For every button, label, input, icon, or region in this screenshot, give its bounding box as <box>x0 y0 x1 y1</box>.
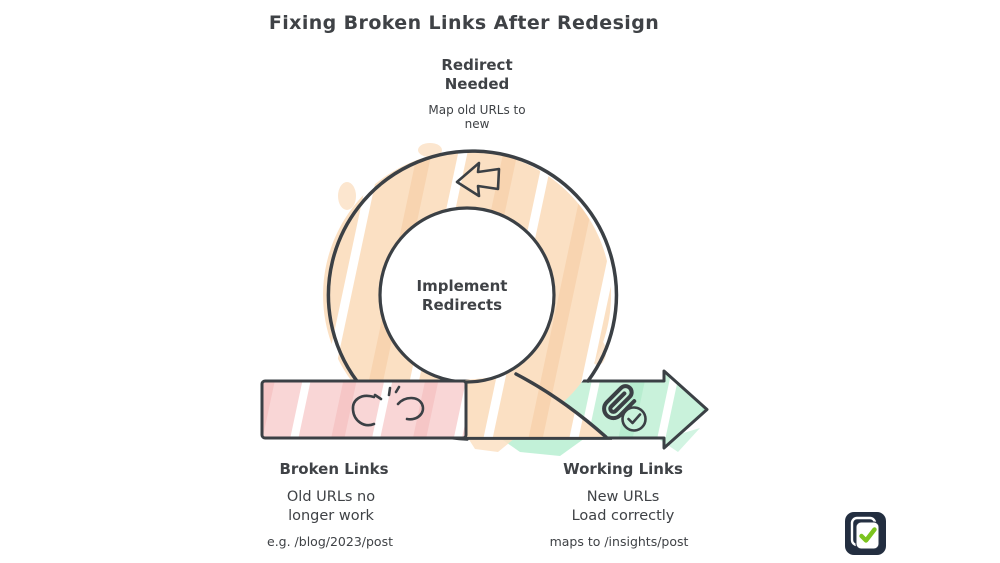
loop-exit-curve <box>514 372 608 439</box>
loop-ring-fill <box>323 151 612 440</box>
redirect-needed-subtext: Map old URLs to new <box>428 103 526 131</box>
link-check-icon <box>602 384 647 432</box>
scribble-spills <box>338 143 700 456</box>
working-links-example: maps to /insights/post <box>549 534 689 549</box>
loop-tail-fill <box>465 375 607 438</box>
diagram-title: Fixing Broken Links After Redesign <box>268 12 660 34</box>
broken-links-example: e.g. /blog/2023/post <box>267 534 393 549</box>
working-links-desc: New URLs Load correctly <box>571 489 675 524</box>
broken-links-segment <box>260 379 468 440</box>
loop-center-label: Implement Redirects <box>416 277 508 314</box>
broken-links-desc: Old URLs no longer work <box>286 489 376 524</box>
broken-links-heading: Broken Links <box>279 460 389 478</box>
working-links-heading: Working Links <box>563 460 683 478</box>
arrow-left-icon <box>455 161 501 198</box>
broken-link-icon <box>351 385 425 427</box>
redirect-needed-heading: Redirect Needed <box>441 56 513 93</box>
checklist-badge-icon[interactable] <box>845 512 886 555</box>
